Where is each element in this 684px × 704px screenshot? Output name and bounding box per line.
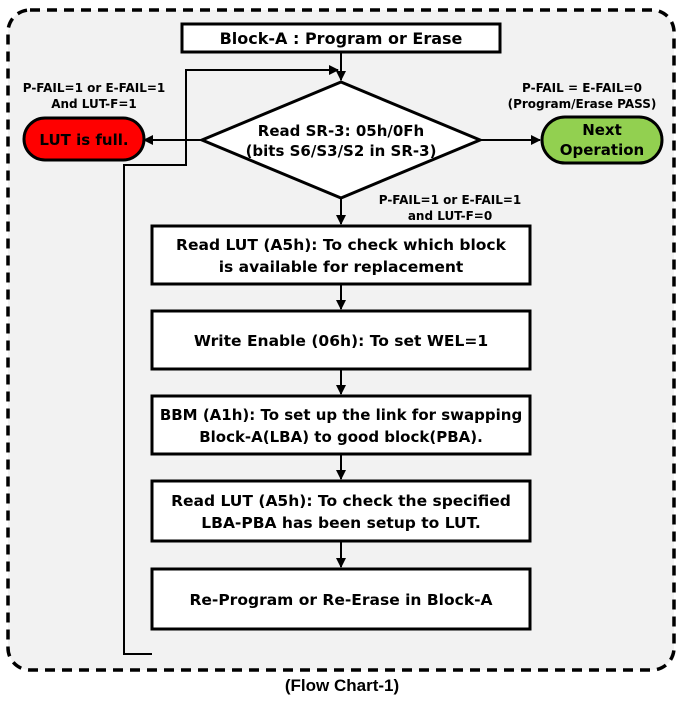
- start-box-label: Block-A : Program or Erase: [220, 29, 463, 48]
- next-operation-label-line1: Next: [582, 121, 622, 139]
- step-retry-box: Re-Program or Re-Erase in Block-A: [150, 567, 532, 631]
- next-operation-terminal: Next Operation: [540, 115, 664, 165]
- step-5-line1: Re-Program or Re-Erase in Block-A: [189, 591, 492, 609]
- start-box: Block-A : Program or Erase: [180, 22, 502, 54]
- lut-full-condition-line2: And LUT-F=1: [51, 97, 137, 111]
- step-bbm-box: BBM (A1h): To set up the link for swappi…: [150, 394, 532, 456]
- pass-condition-line2: (Program/Erase PASS): [508, 97, 657, 111]
- lut-available-condition-line2: and LUT-F=0: [408, 209, 492, 223]
- step-1-line1: Read LUT (A5h): To check which block: [176, 236, 507, 254]
- decision-label-line1: Read SR-3: 05h/0Fh: [258, 122, 424, 140]
- step-1-line2: is available for replacement: [219, 258, 464, 276]
- step-verify-lut-box: Read LUT (A5h): To check the specified L…: [150, 479, 532, 543]
- lut-available-condition-line1: P-FAIL=1 or E-FAIL=1: [379, 193, 522, 207]
- step-3-line1: BBM (A1h): To set up the link for swappi…: [160, 406, 522, 424]
- step-4-line1: Read LUT (A5h): To check the specified: [171, 492, 511, 510]
- step-4-line2: LBA-PBA has been setup to LUT.: [201, 514, 481, 532]
- lut-full-label: LUT is full.: [39, 131, 128, 149]
- decision-label-line2: (bits S6/S3/S2 in SR-3): [246, 142, 437, 160]
- lut-full-condition-line1: P-FAIL=1 or E-FAIL=1: [23, 81, 166, 95]
- pass-condition-line1: P-FAIL = E-FAIL=0: [522, 81, 642, 95]
- step-read-lut-box: Read LUT (A5h): To check which block is …: [150, 224, 532, 286]
- step-write-enable-box: Write Enable (06h): To set WEL=1: [150, 309, 532, 371]
- decision-diamond: Read SR-3: 05h/0Fh (bits S6/S3/S2 in SR-…: [198, 80, 484, 200]
- lut-full-terminal: LUT is full.: [22, 116, 146, 162]
- next-operation-label-line2: Operation: [560, 141, 644, 159]
- figure-caption: (Flow Chart-1): [284, 676, 400, 695]
- retry-loop-line: [123, 65, 339, 655]
- step-2-line1: Write Enable (06h): To set WEL=1: [194, 332, 488, 350]
- step-3-line2: Block-A(LBA) to good block(PBA).: [199, 428, 483, 446]
